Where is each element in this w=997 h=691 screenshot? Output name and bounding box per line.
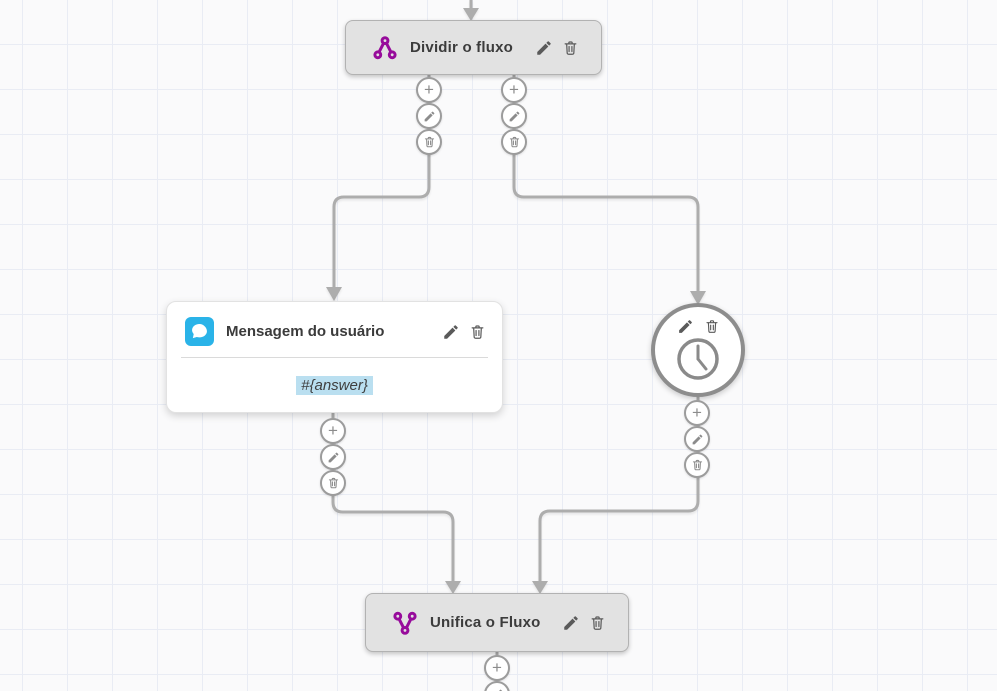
timer-node[interactable] — [651, 303, 745, 397]
arrowhead-into-split — [463, 8, 479, 21]
user-message-body: #{answer} — [167, 358, 502, 412]
left-branch-action-stack: + — [416, 77, 442, 155]
split-node-title: Dividir o fluxo — [410, 39, 514, 56]
pencil-icon — [691, 433, 704, 446]
trash-icon — [704, 318, 720, 335]
connector-message-to-merge — [331, 413, 455, 582]
edit-merge-node-button[interactable] — [562, 614, 580, 632]
delete-merge-node-button[interactable] — [589, 614, 606, 632]
split-icon — [372, 35, 398, 61]
right-branch-action-stack: + — [501, 77, 527, 155]
trash-icon — [508, 135, 521, 149]
pencil-icon — [508, 110, 521, 123]
plus-icon: + — [509, 80, 519, 99]
trash-icon — [327, 476, 340, 490]
merge-node-title: Unifica o Fluxo — [430, 614, 541, 631]
add-step-button-message-out[interactable]: + — [320, 418, 346, 444]
plus-icon: + — [328, 421, 338, 440]
trash-icon — [691, 458, 704, 472]
plus-icon: + — [492, 658, 502, 677]
variable-chip[interactable]: #{answer} — [296, 375, 373, 395]
trash-icon — [423, 135, 436, 149]
add-step-button-timer-out[interactable]: + — [684, 400, 710, 426]
message-out-action-stack: + — [320, 418, 346, 496]
split-flow-node[interactable]: Dividir o fluxo — [345, 20, 602, 75]
delete-connector-button-left-branch[interactable] — [416, 129, 442, 155]
trash-icon — [589, 614, 606, 632]
edit-connector-button-left-branch[interactable] — [416, 103, 442, 129]
plus-icon: + — [424, 80, 434, 99]
delete-timer-node-button[interactable] — [704, 318, 720, 335]
arrowhead-into-message — [326, 287, 342, 301]
user-message-node[interactable]: Mensagem do usuário #{answer} — [166, 301, 503, 413]
arrowhead-timer-into-merge — [532, 581, 548, 594]
edit-connector-button-timer-out[interactable] — [684, 426, 710, 452]
pencil-icon — [491, 688, 504, 691]
pencil-icon — [423, 110, 436, 123]
pencil-icon — [535, 39, 553, 57]
pencil-icon — [562, 614, 580, 632]
connector-split-to-message — [332, 74, 431, 288]
chat-bubble-icon — [185, 317, 214, 346]
user-message-title: Mensagem do usuário — [226, 323, 385, 340]
edit-timer-node-button[interactable] — [677, 318, 694, 335]
arrowhead-message-into-merge — [445, 581, 461, 594]
merge-flow-node[interactable]: Unifica o Fluxo — [365, 593, 629, 652]
delete-split-node-button[interactable] — [562, 39, 579, 57]
delete-connector-button-right-branch[interactable] — [501, 129, 527, 155]
edit-connector-button-message-out[interactable] — [320, 444, 346, 470]
connector-split-to-timer — [512, 74, 700, 292]
pencil-icon — [677, 318, 694, 335]
add-step-button-left-branch[interactable]: + — [416, 77, 442, 103]
delete-connector-button-timer-out[interactable] — [684, 452, 710, 478]
clock-icon — [675, 336, 721, 382]
edit-connector-button-merge-out[interactable] — [484, 681, 510, 691]
user-message-header: Mensagem do usuário — [167, 302, 502, 357]
pencil-icon — [327, 451, 340, 464]
merge-out-action-stack: + — [484, 655, 510, 691]
delete-connector-button-message-out[interactable] — [320, 470, 346, 496]
delete-user-message-button[interactable] — [469, 323, 486, 341]
plus-icon: + — [692, 403, 702, 422]
add-step-button-right-branch[interactable]: + — [501, 77, 527, 103]
trash-icon — [562, 39, 579, 57]
edit-split-node-button[interactable] — [535, 39, 553, 57]
edit-connector-button-right-branch[interactable] — [501, 103, 527, 129]
connector-timer-to-merge — [538, 397, 700, 582]
merge-icon — [392, 610, 418, 636]
timer-out-action-stack: + — [684, 400, 710, 478]
arrowhead-into-timer — [690, 291, 706, 305]
add-step-button-merge-out[interactable]: + — [484, 655, 510, 681]
pencil-icon — [442, 323, 460, 341]
trash-icon — [469, 323, 486, 341]
edit-user-message-button[interactable] — [442, 323, 460, 341]
card-divider — [181, 357, 488, 358]
